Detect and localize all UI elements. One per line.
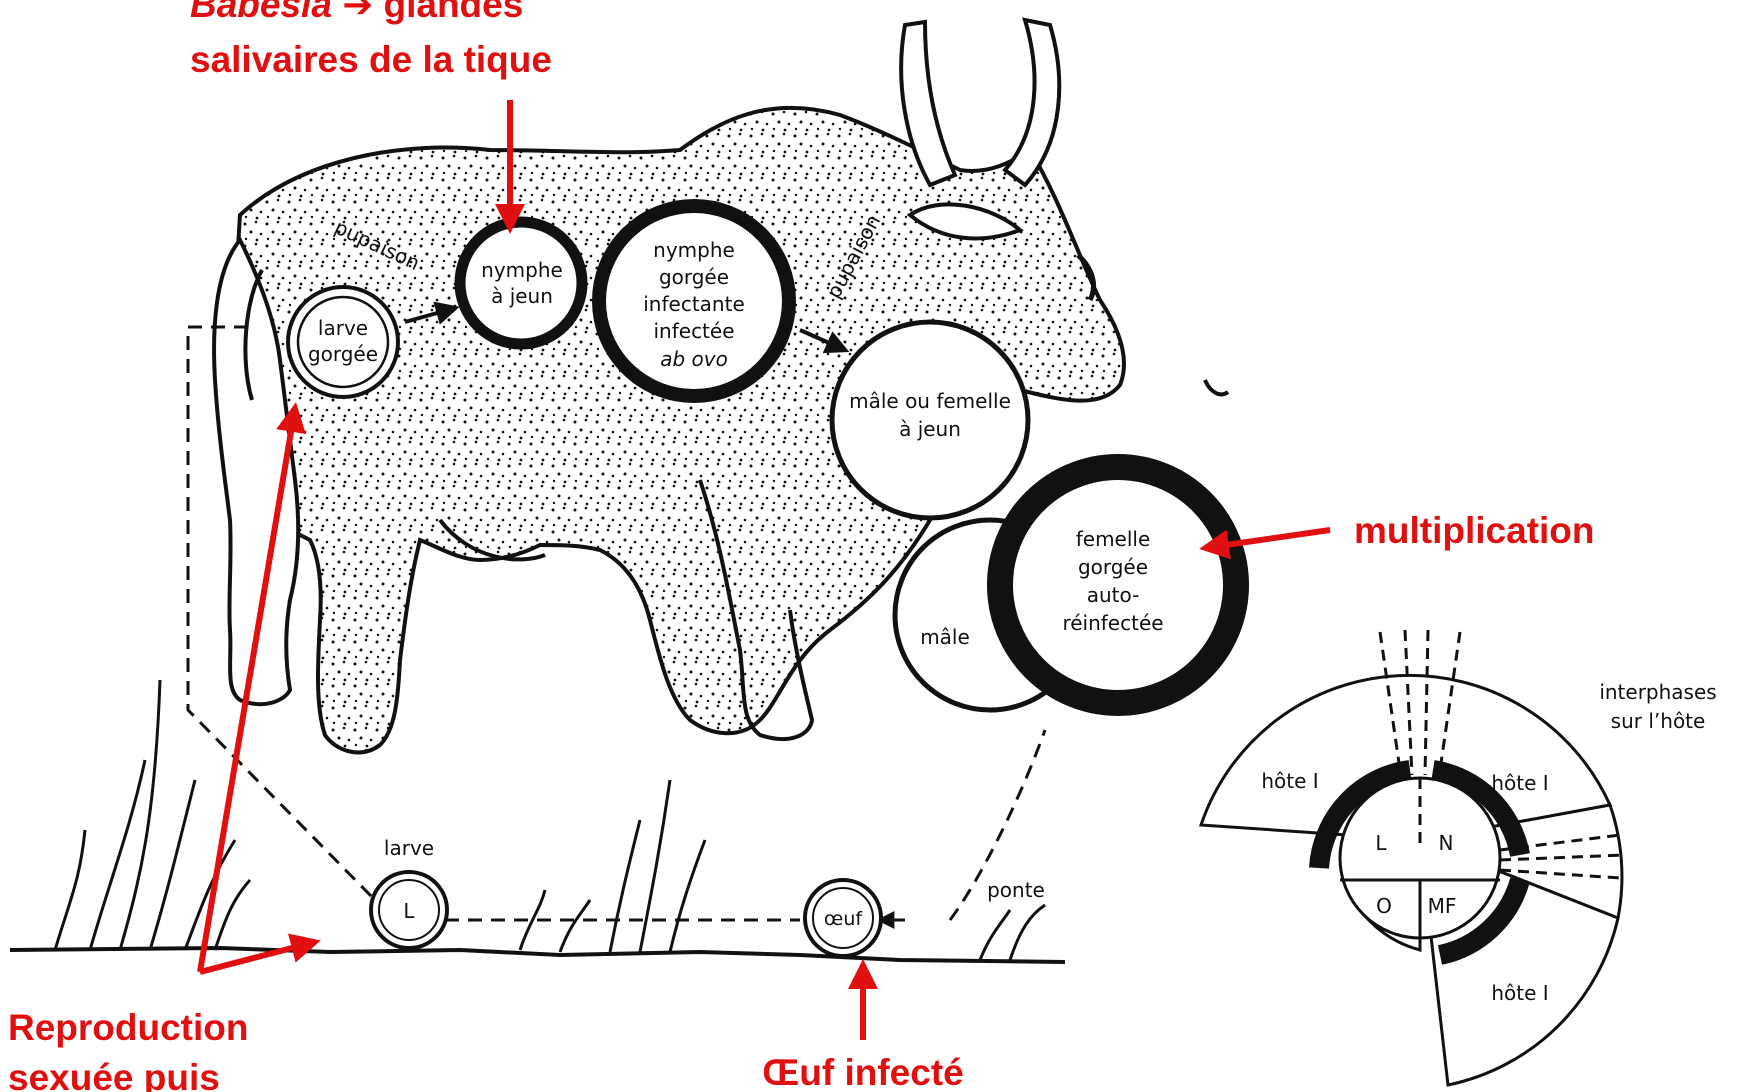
stage-femelle-gorgee: femelle gorgée auto- réinfectée [987,454,1249,716]
annotation-multiplication: multiplication [1354,510,1595,551]
annotation-babesia: Babesia [190,0,332,25]
femelle-gorgee-line3: auto- [1087,583,1140,607]
larve-gorgee-line1: larve [318,316,368,340]
annotation-egg-infected: Œuf infecté [762,1052,963,1092]
red-arrow-to-larve-gorgee [197,402,306,973]
red-arrow-to-femelle [1199,527,1331,560]
cow-tail [243,269,264,401]
stage-larve: L [369,870,449,950]
stage-adulte-jeun: mâle ou femelle à jeun [829,319,1031,521]
annotation-glandes: glandes [383,0,523,25]
ponte-label: ponte [987,878,1045,902]
nymphe-gorgee-line4: infectée [653,319,734,343]
inset-L: L [1375,831,1387,855]
adulte-jeun-line2: à jeun [899,417,961,441]
larve-gorgee-line2: gorgée [308,342,378,366]
grass-tuft-right [978,903,1046,961]
inset-arc-N [1431,760,1530,858]
femelle-gorgee-line1: femelle [1076,527,1151,551]
larve-letter: L [403,899,415,923]
inset-inner-dividers [1340,878,1500,938]
annotation-repro-line2: sexuée puis [8,1057,220,1092]
larve-label: larve [384,836,434,860]
cow-front-leg [698,479,815,741]
inset-O: O [1376,894,1392,918]
cow-eye [1076,253,1096,302]
cow-ear [906,202,1024,241]
stage-nymphe-gorgee: nymphe gorgée infectante infectée ab ovo [592,199,796,403]
oeuf-label: œuf [824,908,863,930]
cow-nostril [1203,379,1230,397]
femelle-gorgee-line4: réinfectée [1062,611,1163,635]
cow-horn-left [899,19,958,188]
ground-line [9,945,1066,964]
inset-interphases-line2: sur l’hôte [1611,709,1706,733]
arrow-nymphe-to-adulte [799,328,850,354]
inset-N: N [1439,831,1454,855]
cow-belly-line [438,518,546,562]
annotation-top-line1: Babesia ➔ glandes [190,0,523,25]
arrow-larve-to-nymphe [404,301,460,325]
inset-host-diagram: L N O MF hôte I hôte I hôte I interphase… [1198,629,1717,1087]
stage-nymphe-jeun: nymphe à jeun [454,216,588,350]
red-annotations: Babesia ➔ glandes salivaires de la tique… [8,0,1595,1092]
inset-host-top-right: hôte I [1491,771,1548,795]
annotation-top-line2: salivaires de la tique [190,39,552,80]
cycle-dashed-path [186,325,1047,922]
inset-MF: MF [1428,894,1457,918]
inset-arc-L [1309,760,1412,869]
grass-tuft-middle [518,779,707,953]
male-label: mâle [920,625,970,649]
ground [9,679,1066,964]
annotation-arrow-glyph: ➔ [332,0,384,25]
nymphe-gorgee-line1: nymphe [653,238,735,262]
stage-oeuf: œuf [803,878,883,958]
stage-larve-gorgee: larve gorgée [286,285,400,399]
nymphe-gorgee-line2: gorgée [659,265,729,289]
inset-arc-MF [1437,877,1530,965]
inset-host-bottom: hôte I [1491,981,1548,1005]
red-arrow-to-ground [199,933,321,975]
adulte-jeun-line1: mâle ou femelle [849,389,1011,413]
inset-interphases-line1: interphases [1599,680,1716,704]
cow-horn-right [1002,17,1062,188]
inset-dashed-lines [1378,629,1626,880]
nymphe-jeun-line1: nymphe [481,258,563,282]
nymphe-gorgee-line3: infectante [643,292,745,316]
grass-tuft-left [53,679,252,951]
inset-host-top-left: hôte I [1261,769,1318,793]
nymphe-jeun-line2: à jeun [491,284,553,308]
inset-sector-top [1198,673,1613,842]
annotation-repro-line1: Reproduction [8,1007,248,1048]
nymphe-gorgee-ab-ovo: ab ovo [660,347,728,371]
femelle-gorgee-line2: gorgée [1078,555,1148,579]
